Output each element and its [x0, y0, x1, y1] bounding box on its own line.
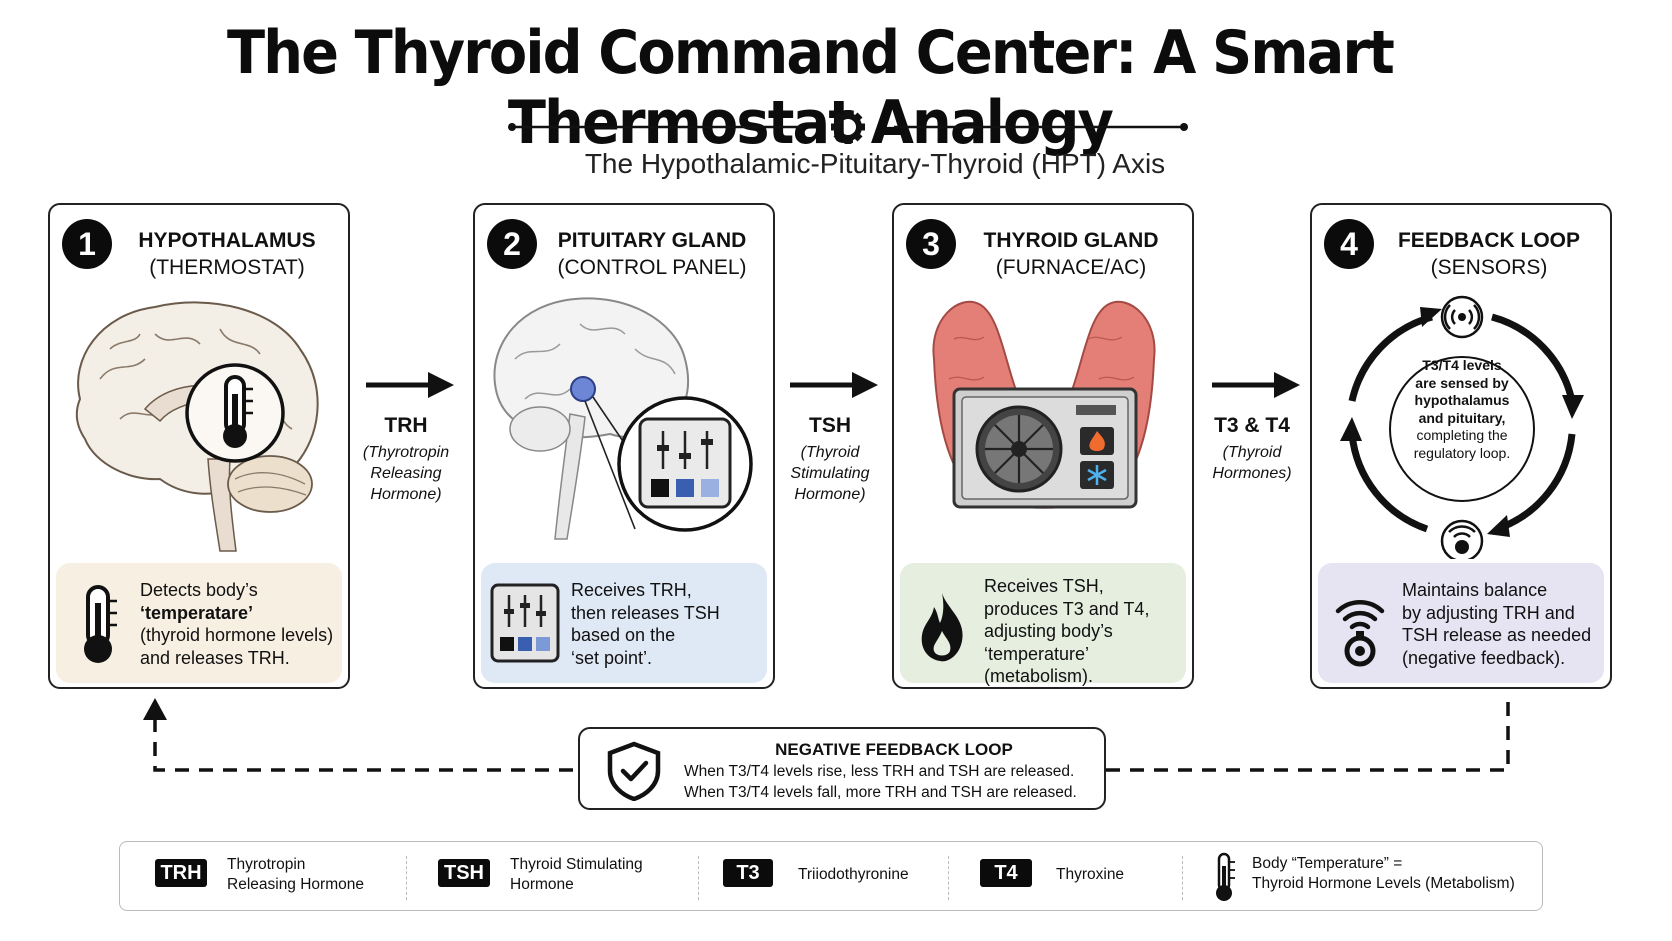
panel-heading: FEEDBACK LOOP (SENSORS): [1397, 229, 1580, 279]
thermometer-icon: [223, 375, 253, 448]
arrow-label-t3-t4: T3 & T4 (Thyroid Hormones): [1212, 414, 1292, 482]
legend-item-trh: TRH Thyrotropin Releasing Hormone: [155, 842, 415, 912]
sensor-icon: [1335, 600, 1385, 667]
thermometer-icon: [84, 585, 117, 663]
snowflake-icon: [1087, 465, 1107, 485]
arrow-right-icon: [790, 372, 878, 398]
arrow-right-icon: [366, 372, 454, 398]
flame-icon: [1089, 431, 1105, 451]
panel-description: Maintains balance by adjusting TRH and T…: [1318, 563, 1604, 683]
brain-icon: [493, 297, 753, 540]
sensor-icon: [1440, 519, 1484, 559]
step-number: 3: [906, 219, 956, 269]
gear-icon: [831, 110, 865, 144]
legend-item-tsh: TSH Thyroid Stimulating Hormone: [438, 842, 698, 912]
legend-separator: [948, 856, 949, 900]
brain-icon: [75, 301, 319, 552]
step-number: 2: [487, 219, 537, 269]
shield-check-icon: [607, 741, 661, 801]
panel-heading: PITUITARY GLAND (CONTROL PANEL): [557, 229, 747, 279]
step-number: 1: [62, 219, 112, 269]
flame-icon: [921, 593, 963, 662]
sensor-icon: [1440, 295, 1484, 339]
panel-hypothalamus: 1 HYPOTHALAMUS (THERMOSTAT): [48, 203, 350, 689]
arrow-label-trh: TRH (Thyrotropin Releasing Hormone): [362, 414, 450, 503]
page-subtitle: The Hypothalamic-Pituitary-Thyroid (HPT)…: [584, 148, 1166, 179]
negative-feedback-line: When T3/T4 levels fall, more TRH and TSH…: [684, 784, 1077, 801]
panel-description: Receives TRH, then releases TSH based on…: [481, 563, 767, 683]
panel-description: Detects body’s ‘temperatare’ (thyroid ho…: [56, 563, 342, 683]
legend-separator: [1182, 856, 1183, 900]
negative-feedback-box: NEGATIVE FEEDBACK LOOP When T3/T4 levels…: [578, 727, 1106, 810]
panel-thyroid: 3 THYROID GLAND (FURNACE/AC): [892, 203, 1194, 689]
title-divider: [508, 110, 1188, 144]
legend-item-body-temperature: Body “Temperature” = Thyroid Hormone Lev…: [1210, 842, 1540, 912]
arrow-right-icon: [1212, 372, 1300, 398]
panel-heading: HYPOTHALAMUS (THERMOSTAT): [138, 229, 316, 279]
thermometer-icon: [1216, 852, 1235, 901]
feedback-cycle-diagram: [1340, 295, 1584, 559]
negative-feedback-title: NEGATIVE FEEDBACK LOOP: [775, 740, 1013, 759]
thyroid-icon: [932, 300, 1156, 509]
control-panel-icon: [638, 417, 732, 509]
legend-separator: [406, 856, 407, 900]
panel-description: Receives TSH, produces T3 and T4, adjust…: [900, 563, 1186, 686]
legend-item-t4: T4 Thyroxine: [980, 842, 1180, 912]
legend: TRH Thyrotropin Releasing Hormone TSH Th…: [119, 841, 1543, 911]
panel-feedback-loop: 4 FEEDBACK LOOP (SENSORS) T3/T4 levels a…: [1310, 203, 1612, 689]
legend-item-t3: T3 Triiodothyronine: [723, 842, 963, 912]
page-title: The Thyroid Command Center: A Smart Ther…: [227, 18, 1395, 158]
legend-separator: [698, 856, 699, 900]
panel-pituitary: 2 PITUITARY GLAND (CONTROL PANEL): [473, 203, 775, 689]
arrow-label-tsh: TSH (Thyroid Stimulating Hormone): [790, 414, 870, 503]
step-number: 4: [1324, 219, 1374, 269]
feedback-dashed-path: [143, 692, 1510, 772]
panel-heading: THYROID GLAND (FURNACE/AC): [983, 229, 1159, 279]
control-panel-icon: [490, 583, 560, 663]
air-conditioner-icon: [952, 387, 1138, 509]
cycle-text: T3/T4 levels are sensed by hypothalamus …: [1413, 357, 1511, 461]
negative-feedback-line: When T3/T4 levels rise, less TRH and TSH…: [684, 763, 1075, 780]
